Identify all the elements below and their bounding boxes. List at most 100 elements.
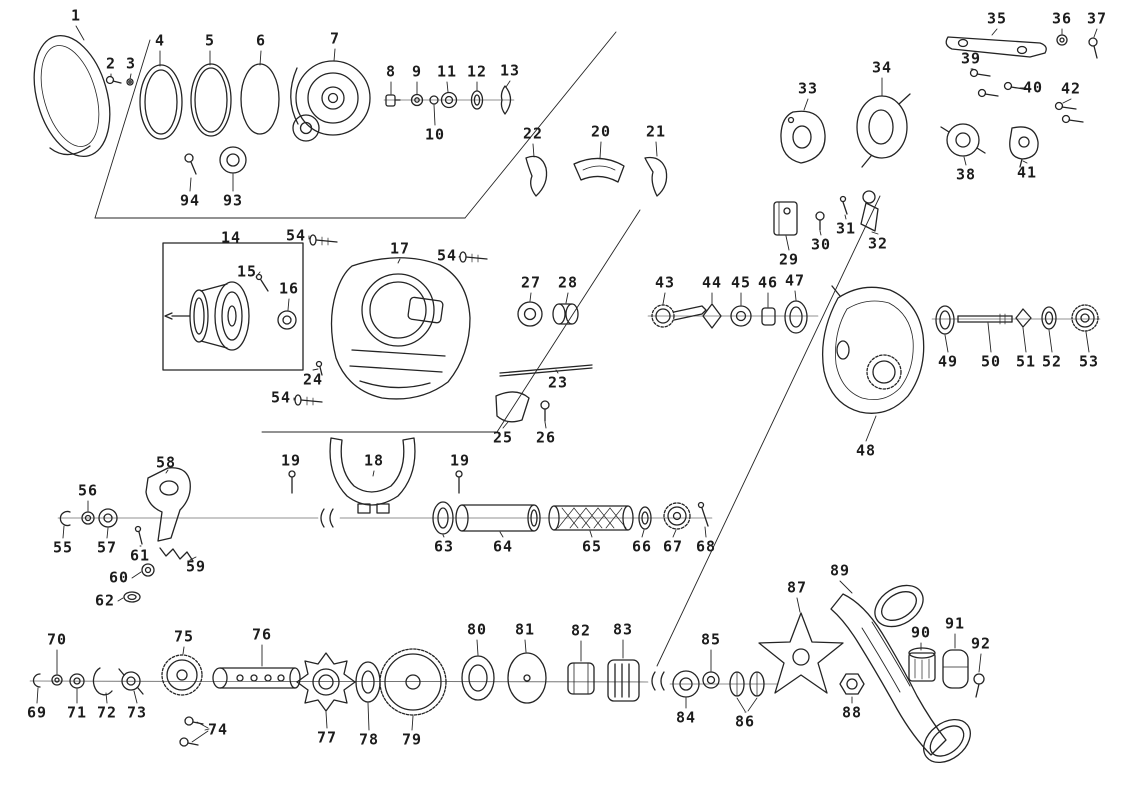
leader-94: [189, 177, 192, 192]
part-76-clutch-shaft: [212, 667, 301, 689]
part-63-ring: [432, 501, 454, 535]
leader-42: [1062, 98, 1072, 104]
part-92-screw: [973, 673, 985, 698]
part-20-brake-shoe: [573, 157, 625, 183]
part-83-roller-bearing: [607, 659, 640, 702]
part-59-spring: [159, 547, 194, 562]
part-57-bearing: [98, 508, 118, 528]
part-71-washer: [69, 673, 85, 689]
part-77-star-washer: [296, 652, 356, 712]
part-11-bearing: [440, 91, 458, 109]
leader-6: [259, 50, 262, 66]
part-4-drag-washer: [139, 64, 183, 140]
part-25-plate: [495, 391, 530, 423]
leader-62: [117, 597, 124, 602]
leader-27: [529, 292, 532, 302]
leader-78: [367, 702, 370, 731]
leader-55: [62, 525, 65, 539]
part-86-spring-washers: [729, 671, 765, 712]
part-80-drag-washer: [461, 655, 495, 701]
part-85-washer: [702, 671, 720, 689]
part-62-washer: [123, 591, 141, 603]
part-46-bushing: [761, 307, 776, 326]
leader-18: [372, 470, 375, 477]
part-47-washer: [784, 300, 808, 334]
part-19-clip-left: [288, 470, 296, 494]
part-34-cam-plate: [856, 93, 911, 168]
part-3-washer: [126, 78, 134, 86]
leader-23: [555, 369, 559, 374]
part-5-drag-washer: [190, 63, 232, 137]
part-56-washer: [81, 511, 95, 525]
part-52-collar: [1041, 306, 1057, 330]
leader-38: [963, 156, 967, 166]
part-54-screw-c: [294, 394, 323, 406]
part-75-gear: [161, 654, 203, 696]
leader-57: [106, 527, 109, 539]
leader-64: [499, 531, 504, 538]
part-54-screw-b: [459, 251, 488, 263]
leader-43: [662, 292, 666, 305]
part-87-star-drag: [758, 612, 844, 694]
part-24-screw: [315, 360, 323, 376]
leader-73: [133, 690, 138, 704]
part-55-clip: [59, 510, 71, 527]
leader-51: [1022, 327, 1027, 353]
part-30-screw: [815, 211, 825, 231]
leader-79: [411, 715, 414, 731]
leader-10: [433, 104, 436, 126]
part-93-cap: [219, 146, 247, 174]
part-82-collar: [567, 662, 595, 695]
leader-72: [105, 692, 108, 704]
part-60-collar: [141, 563, 155, 577]
part-19-clip-right: [455, 470, 463, 494]
part-40-screw: [1003, 81, 1025, 91]
part-49-ring: [935, 305, 955, 335]
part-69-clip: [32, 673, 41, 688]
leader-21: [655, 141, 658, 157]
part-39-screws: [969, 68, 999, 98]
leader-68: [704, 526, 707, 538]
part-22-brake-pawl: [525, 155, 548, 197]
part-35-bracket: [945, 36, 1047, 58]
part-89-handle: [830, 584, 971, 764]
leader-77: [325, 711, 328, 729]
part-41-latch: [1009, 126, 1039, 168]
part-84-bearing: [672, 670, 700, 698]
part-2-screw: [105, 75, 122, 85]
part-66-washer: [638, 506, 652, 530]
part-1-side-cover: [33, 34, 111, 158]
leader-11: [446, 81, 449, 93]
part-43-clutch-gear: [651, 304, 707, 328]
part-94-screw: [184, 153, 197, 175]
part-61-pin: [134, 525, 143, 545]
leader-15: [255, 271, 261, 278]
leader-22: [532, 143, 535, 158]
leader-33: [803, 98, 809, 111]
leader-87: [796, 597, 801, 613]
leader-lines: [36, 25, 1098, 731]
leader-16: [287, 298, 290, 311]
leader-32: [871, 231, 879, 235]
leader-48: [865, 415, 877, 442]
part-73-tab-washer: [118, 668, 144, 695]
leader-30: [819, 230, 822, 236]
leader-24: [312, 368, 319, 371]
part-26-screw: [540, 400, 550, 422]
part-88-nut: [839, 673, 865, 695]
part-90-nut: [908, 647, 936, 682]
part-38-cam-ring: [940, 123, 986, 157]
leader-47: [794, 290, 797, 301]
part-10-washer: [429, 95, 439, 105]
leader-37: [1093, 28, 1098, 38]
part-91-cap: [942, 649, 969, 689]
part-50-shaft: [957, 313, 1013, 325]
shaft-break-marks: [320, 508, 665, 691]
leader-59: [189, 556, 197, 561]
part-45-washer: [730, 305, 752, 327]
part-70-washer: [51, 674, 63, 686]
leader-25: [502, 421, 509, 429]
part-67-gear: [663, 502, 691, 530]
